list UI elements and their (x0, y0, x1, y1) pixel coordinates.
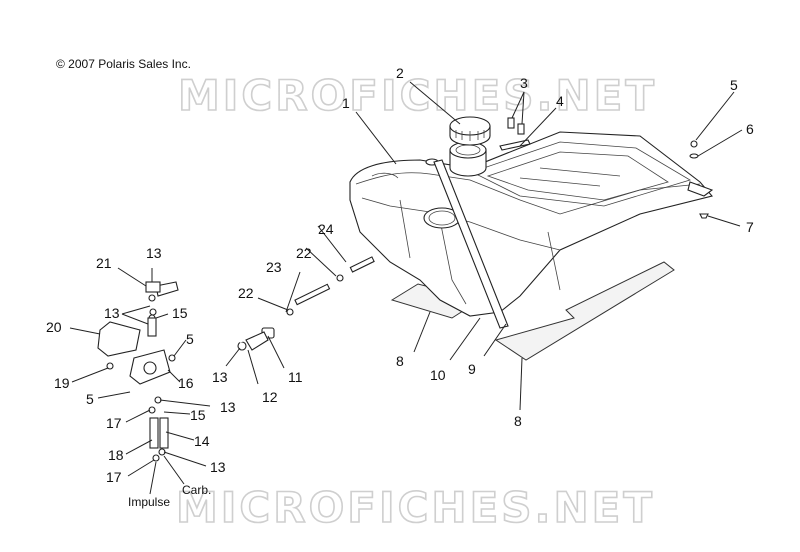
callout-15-low: 15 (190, 407, 206, 423)
vent-fitting (507, 117, 525, 135)
callout-3: 3 (520, 75, 528, 91)
callout-5-mid: 5 (186, 331, 194, 347)
callout-13-hose: 13 (212, 369, 228, 385)
heat-shield-pad-rear (494, 261, 675, 361)
callout-7: 7 (746, 219, 754, 235)
watermark-top: MICROFICHES.NET (178, 71, 657, 120)
callout-19: 19 (54, 375, 70, 391)
callout-22-top: 22 (296, 245, 312, 261)
callout-22-bottom: 22 (238, 285, 254, 301)
callout-13-left: 13 (104, 305, 120, 321)
callout-5-low: 5 (86, 391, 94, 407)
watermark-bottom: MICROFICHES.NET (176, 483, 655, 532)
callout-23: 23 (266, 259, 282, 275)
vent-valve (499, 139, 531, 151)
callout-17-bottom: 17 (106, 469, 122, 485)
fuel-pump-assembly (97, 281, 176, 462)
callout-18: 18 (108, 447, 124, 463)
callout-15-top: 15 (172, 305, 188, 321)
screw-washer-set (689, 140, 709, 219)
callout-8-front: 8 (396, 353, 404, 369)
callout-17-top: 17 (106, 415, 122, 431)
callout-13-top: 13 (146, 245, 162, 261)
leader-lines (69, 81, 743, 495)
callout-21: 21 (96, 255, 112, 271)
callout-10: 10 (430, 367, 446, 383)
callout-6: 6 (746, 121, 754, 137)
carb-label: Carb. (182, 483, 211, 497)
callout-1: 1 (342, 95, 350, 111)
fuel-tank (349, 131, 714, 317)
callout-labels: 1 2 3 4 5 6 7 8 10 9 8 24 22 23 22 11 12… (46, 65, 754, 509)
fuel-valve (237, 327, 275, 351)
callout-11: 11 (288, 369, 303, 385)
callout-20: 20 (46, 319, 62, 335)
impulse-label: Impulse (128, 495, 170, 509)
callout-13-right: 13 (220, 399, 236, 415)
callout-8-rear: 8 (514, 413, 522, 429)
callout-24: 24 (318, 221, 334, 237)
gas-cap (449, 116, 491, 146)
fuel-line-assembly (286, 256, 375, 316)
callout-14: 14 (194, 433, 210, 449)
callout-12: 12 (262, 389, 278, 405)
callout-2: 2 (396, 65, 404, 81)
callout-4: 4 (556, 93, 564, 109)
vent-line (433, 159, 509, 329)
callout-13-bottom: 13 (210, 459, 226, 475)
callout-5-top: 5 (730, 77, 738, 93)
callout-16: 16 (178, 375, 194, 391)
callout-9: 9 (468, 361, 476, 377)
copyright-notice: © 2007 Polaris Sales Inc. (56, 57, 191, 71)
